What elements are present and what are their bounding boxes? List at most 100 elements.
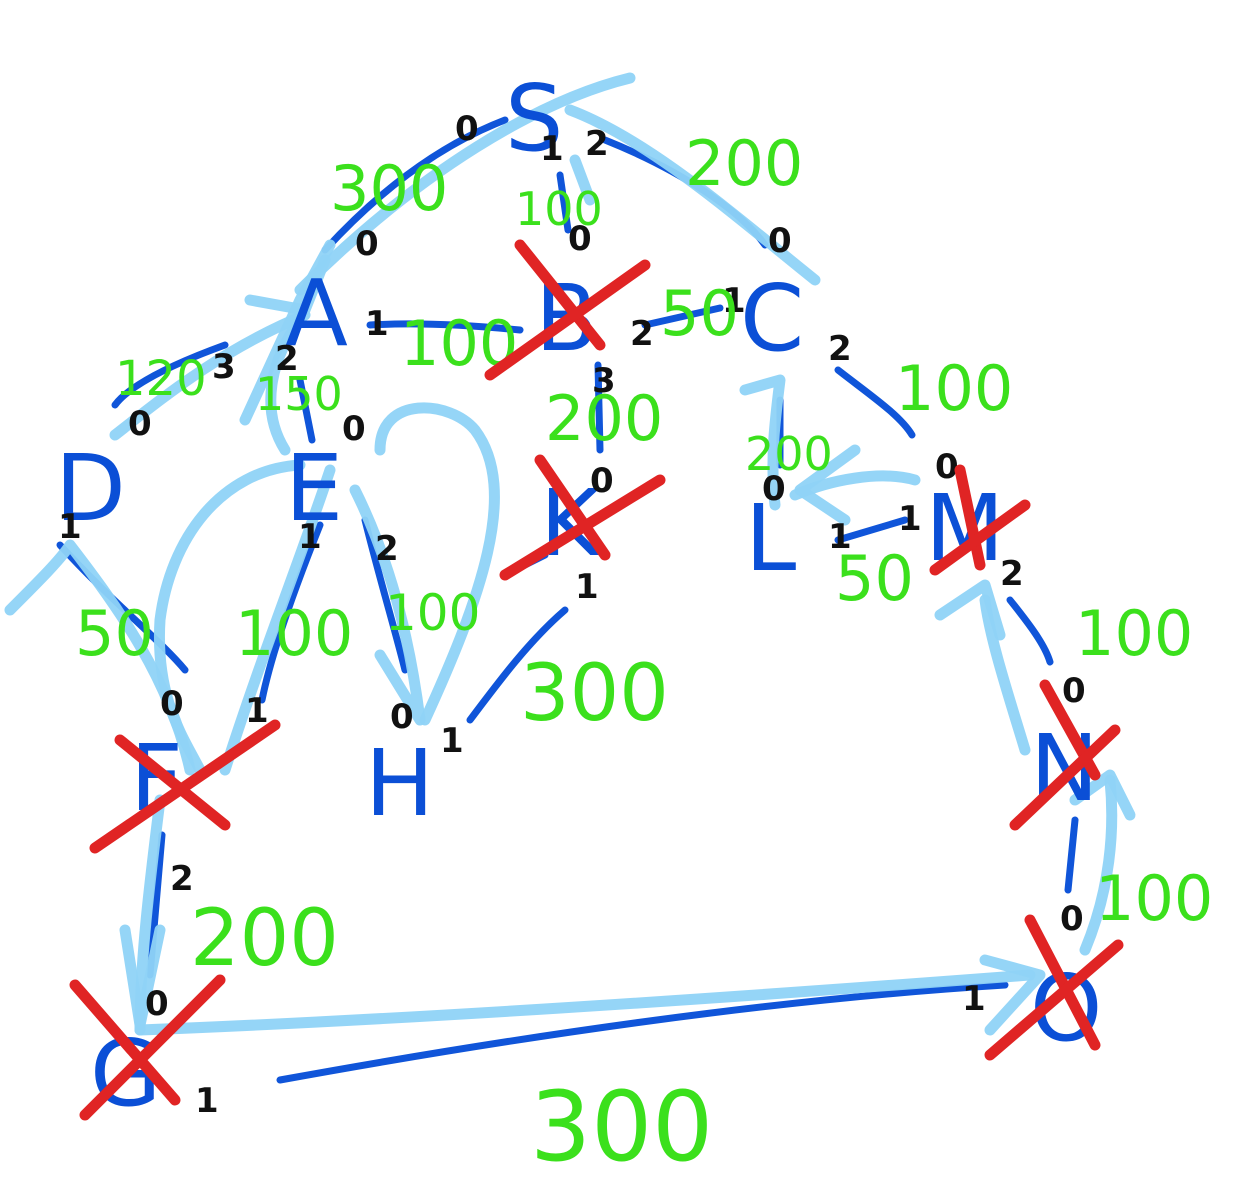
port-d-0: 0 xyxy=(128,404,152,444)
edge-b-k xyxy=(594,361,604,454)
port-k-1: 1 xyxy=(575,567,599,607)
path-s-c xyxy=(564,104,821,286)
edge-e-f xyxy=(258,521,324,704)
node-a: A xyxy=(285,260,348,367)
edge-a-d xyxy=(111,341,229,409)
port-g-0: 0 xyxy=(145,984,169,1024)
edge-weights: 300 100 200 100 50 120 150 200 100 200 5… xyxy=(75,127,1213,1183)
edge-l-m xyxy=(834,516,909,544)
edge-b-c xyxy=(641,304,724,329)
weight-e-f: 100 xyxy=(235,597,353,670)
cross-n xyxy=(1009,679,1121,831)
weight-b-k: 200 xyxy=(545,382,663,455)
cross-o xyxy=(984,914,1124,1061)
path-g-o xyxy=(134,969,1036,1036)
port-c-1: 1 xyxy=(722,281,746,321)
cross-b xyxy=(484,239,651,381)
edge-g-o xyxy=(276,981,1009,1084)
path-arrow-a xyxy=(244,254,331,316)
port-m-0: 0 xyxy=(935,447,959,487)
cross-k xyxy=(499,454,666,581)
weight-l-m: 50 xyxy=(835,542,914,615)
node-h: H xyxy=(365,730,434,837)
port-a-3: 3 xyxy=(212,347,236,387)
edge-e-h xyxy=(361,516,409,674)
weight-k-h: 300 xyxy=(520,649,669,739)
port-b-3: 3 xyxy=(592,361,616,401)
weight-m-n: 100 xyxy=(1075,597,1193,670)
path-s-b xyxy=(569,154,596,206)
edge-s-a xyxy=(321,116,509,254)
port-d-1: 1 xyxy=(58,507,82,547)
edge-a-e xyxy=(296,376,316,444)
weight-a-d: 120 xyxy=(115,351,207,407)
weight-f-g: 200 xyxy=(190,894,339,984)
port-f-2: 2 xyxy=(170,859,194,899)
port-s-2: 2 xyxy=(585,124,609,164)
port-o-0: 0 xyxy=(1060,899,1084,939)
path-n-m xyxy=(979,594,1031,756)
path-o-arrow xyxy=(979,954,1046,1036)
path-m-arrow xyxy=(934,579,1006,641)
path-s-a xyxy=(294,72,636,296)
weight-e-h: 100 xyxy=(385,584,480,642)
edge-k-h xyxy=(466,606,569,724)
node-d: D xyxy=(55,435,126,542)
weight-g-o: 300 xyxy=(530,1071,713,1183)
node-c: C xyxy=(740,265,804,372)
port-labels: 0 1 2 0 1 3 2 0 2 3 0 1 2 0 1 0 1 2 0 1 … xyxy=(58,109,1086,1121)
weight-b-c: 50 xyxy=(660,277,739,350)
weight-c-l: 200 xyxy=(745,427,833,481)
path-d-f xyxy=(4,539,196,776)
weight-n-o: 100 xyxy=(1095,862,1213,935)
port-a-0: 0 xyxy=(355,224,379,264)
edge-c-m xyxy=(834,366,916,439)
port-f-0: 0 xyxy=(160,684,184,724)
port-m-1: 1 xyxy=(898,499,922,539)
port-e-1: 1 xyxy=(298,517,322,557)
node-s: S xyxy=(505,65,563,172)
path-l-arrow xyxy=(794,444,861,526)
port-f-1: 1 xyxy=(245,691,269,731)
port-e-2: 2 xyxy=(375,529,399,569)
path-e-h xyxy=(349,484,426,726)
traced-path xyxy=(4,72,1136,1036)
crossed-nodes xyxy=(69,239,1124,1121)
path-e-f xyxy=(219,464,336,776)
weight-s-b: 100 xyxy=(515,182,603,236)
port-o-1: 1 xyxy=(962,979,986,1019)
cross-g xyxy=(69,974,226,1121)
edge-n-o xyxy=(1064,816,1079,894)
weight-d-f: 50 xyxy=(75,597,154,670)
port-h-1: 1 xyxy=(440,721,464,761)
port-b-0: 0 xyxy=(568,219,592,259)
port-k-0: 0 xyxy=(590,461,614,501)
path-o-n xyxy=(1079,774,1118,956)
path-e-loop-right xyxy=(374,402,500,726)
path-n-arrow xyxy=(1069,769,1136,821)
node-l: L xyxy=(745,485,796,592)
path-a-d xyxy=(109,309,311,441)
port-l-0: 0 xyxy=(762,469,786,509)
weight-a-e: 150 xyxy=(255,367,343,421)
port-c-0: 0 xyxy=(768,221,792,261)
cross-f xyxy=(89,719,281,854)
port-s-0: 0 xyxy=(455,109,479,149)
port-a-2: 2 xyxy=(275,339,299,379)
weight-c-m: 100 xyxy=(895,352,1013,425)
port-g-1: 1 xyxy=(195,1081,219,1121)
port-n-0: 0 xyxy=(1062,671,1086,711)
weight-s-c: 200 xyxy=(685,127,803,200)
weight-s-a: 300 xyxy=(330,152,448,225)
edge-s-b xyxy=(556,171,572,234)
port-b-2: 2 xyxy=(630,314,654,354)
port-m-2: 2 xyxy=(1000,554,1024,594)
edge-m-n xyxy=(1006,596,1054,666)
path-l-c xyxy=(739,374,786,511)
port-e-0: 0 xyxy=(342,409,366,449)
port-s-1: 1 xyxy=(540,129,564,169)
edge-a-b xyxy=(366,320,524,334)
path-a-e-1 xyxy=(265,314,306,456)
node-e: E xyxy=(285,435,343,542)
